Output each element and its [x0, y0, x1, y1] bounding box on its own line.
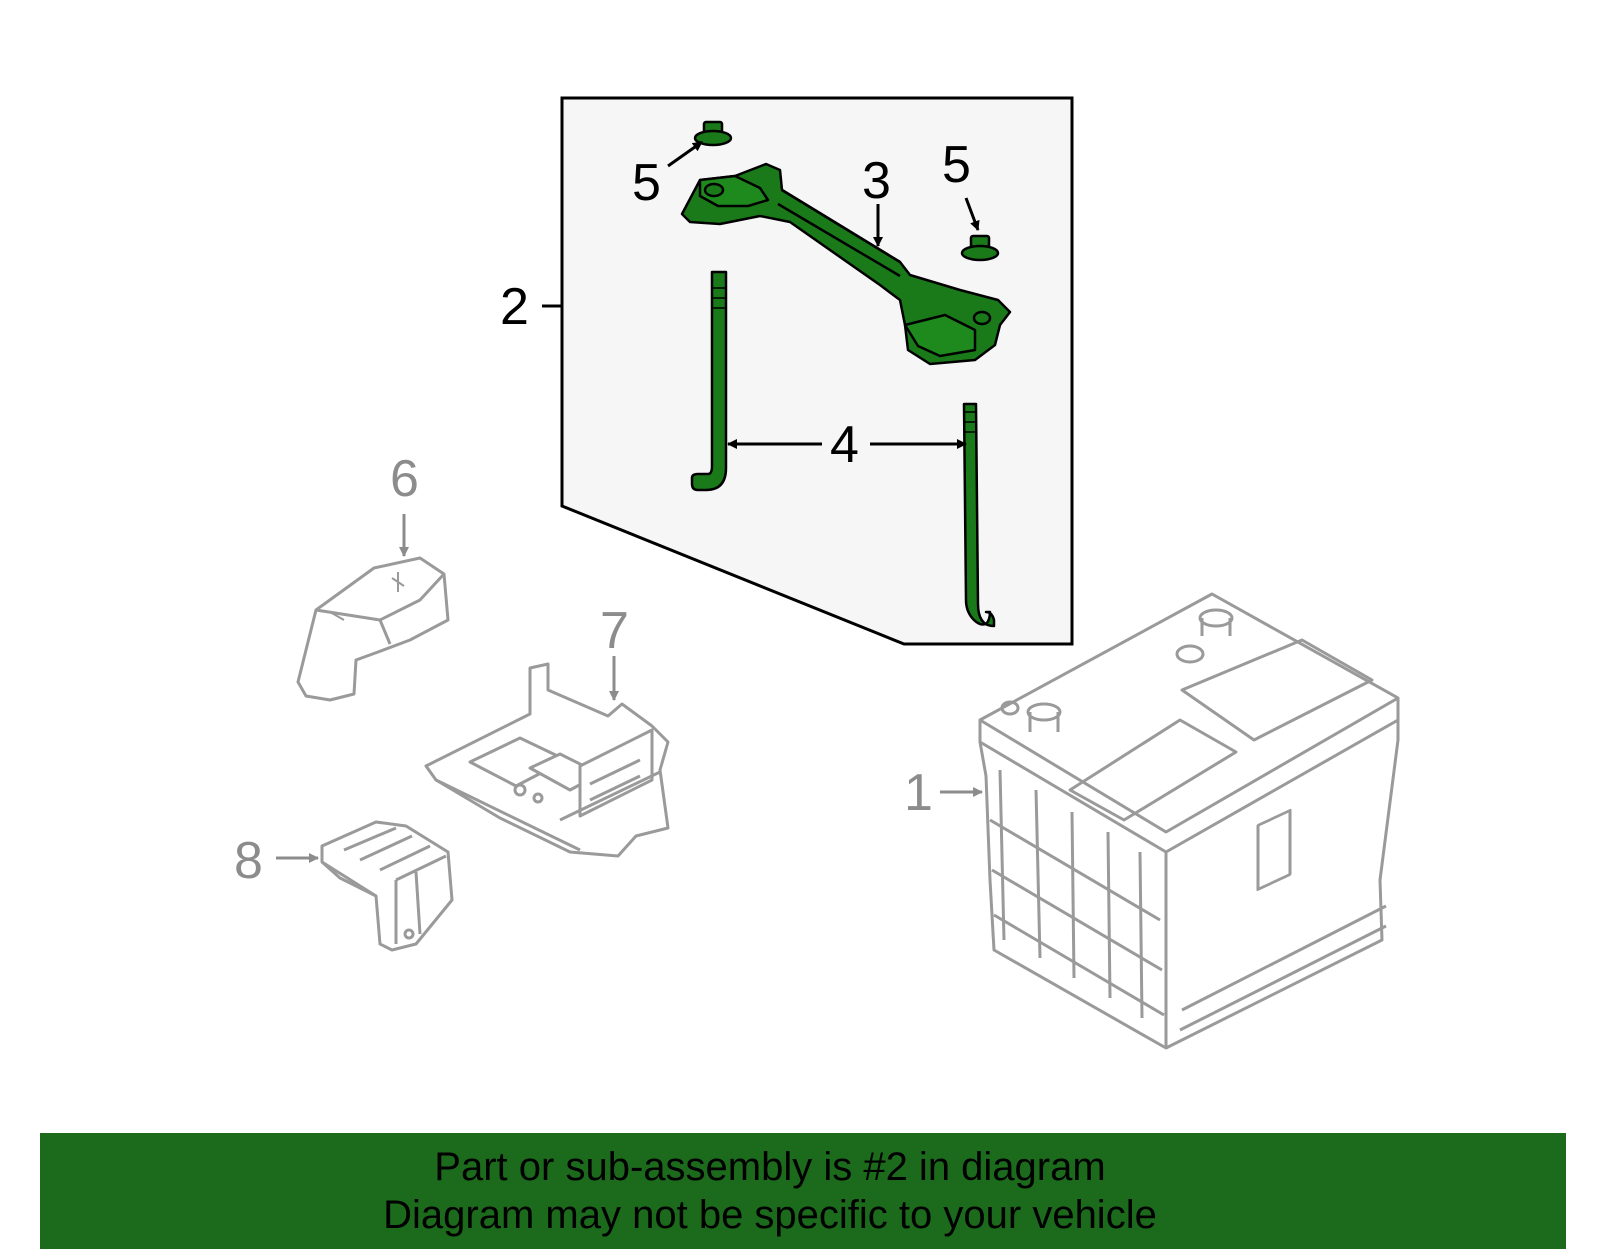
part-2-inset-box	[560, 96, 1074, 646]
callout-2: 2	[500, 278, 529, 336]
part-1-battery[interactable]	[978, 592, 1400, 1050]
notice-banner: Part or sub-assembly is #2 in diagram Di…	[40, 1133, 1566, 1249]
leader-5-right	[964, 197, 980, 231]
callout-7: 7	[600, 602, 629, 660]
callout-6: 6	[390, 450, 419, 508]
banner-line-disclaimer: Diagram may not be specific to your vehi…	[383, 1193, 1157, 1237]
callout-4: 4	[830, 416, 859, 474]
callout-1: 1	[904, 764, 933, 822]
part-5-nut-left[interactable]	[693, 120, 733, 147]
callout-5-right: 5	[942, 136, 971, 194]
part-7-battery-tray[interactable]	[424, 662, 670, 858]
banner-line-part-number: Part or sub-assembly is #2 in diagram	[434, 1145, 1106, 1189]
part-8-insulator-pad[interactable]	[320, 820, 454, 952]
part-4-j-bolt-left[interactable]	[690, 270, 728, 492]
part-3-hold-down-bracket[interactable]	[680, 162, 1012, 366]
callout-5-left: 5	[632, 154, 661, 212]
leader-5-left	[667, 140, 703, 168]
callout-3: 3	[862, 152, 891, 210]
part-4-j-bolt-right[interactable]	[962, 402, 996, 628]
callout-8: 8	[234, 832, 263, 890]
part-6-terminal-cover[interactable]	[296, 556, 450, 702]
part-5-nut-right[interactable]	[960, 234, 1000, 262]
